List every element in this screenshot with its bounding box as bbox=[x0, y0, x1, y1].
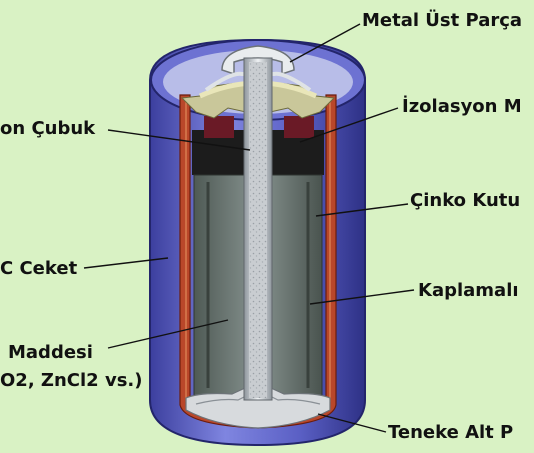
leader-carbon-rod bbox=[107, 129, 251, 151]
label-tin-bottom: Teneke Alt P bbox=[388, 422, 514, 443]
leader-tin-bottom bbox=[317, 413, 387, 433]
leader-lines bbox=[83, 23, 415, 433]
label-metal-cap: Metal Üst Parça bbox=[362, 10, 523, 31]
leader-depolarizer bbox=[107, 319, 229, 349]
label-depolarizer-line1: Maddesi bbox=[8, 342, 93, 363]
label-pvc-jacket: C Ceket bbox=[0, 258, 78, 279]
label-depolarizer-line2: O2, ZnCl2 vs.) bbox=[0, 370, 143, 391]
label-coating: Kaplamalı bbox=[418, 280, 519, 301]
label-insulation: İzolasyon M bbox=[402, 96, 522, 117]
leader-insulation bbox=[299, 107, 399, 143]
carbon-rod bbox=[243, 57, 273, 401]
leader-metal-cap bbox=[289, 23, 361, 63]
leader-coating bbox=[309, 289, 415, 305]
seal-right bbox=[284, 116, 314, 138]
leader-zinc-can bbox=[315, 203, 409, 217]
insulation-washer bbox=[180, 80, 336, 119]
seal-left bbox=[204, 116, 234, 138]
label-carbon-rod: on Çubuk bbox=[0, 118, 96, 139]
leader-pvc-jacket bbox=[83, 257, 169, 269]
label-zinc-can: Çinko Kutu bbox=[410, 190, 521, 211]
tin-bottom bbox=[185, 381, 331, 429]
